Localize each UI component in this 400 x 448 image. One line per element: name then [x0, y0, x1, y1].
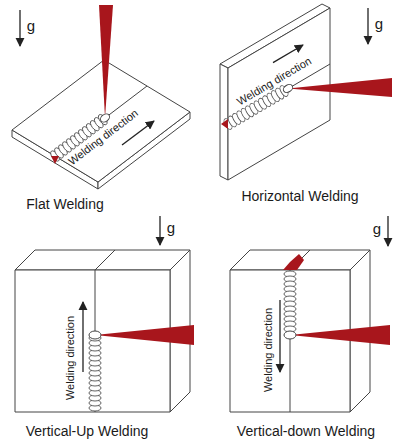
caption-label: Vertical-Up Welding	[26, 424, 149, 439]
welding-torch	[99, 5, 113, 118]
weld-pool	[89, 331, 101, 339]
caption-label: Vertical-down Welding	[237, 424, 375, 439]
gravity-arrow	[367, 8, 368, 44]
direction-label: Welding direction	[64, 316, 76, 400]
gravity-label: g	[373, 221, 381, 238]
direction-label: Welding direction	[66, 106, 140, 167]
welding-torch	[288, 78, 392, 97]
plate-top	[230, 250, 370, 270]
gravity-label: g	[27, 18, 35, 35]
plate-front	[230, 270, 350, 412]
weld-pool	[284, 331, 296, 339]
groove-section	[283, 254, 304, 270]
caption-label: Horizontal Welding	[241, 189, 358, 204]
direction-label: Welding direction	[262, 308, 274, 392]
caption-label: Flat Welding	[26, 197, 104, 212]
weld-bead	[49, 84, 296, 411]
direction-arrow	[279, 300, 280, 372]
gravity-label: g	[375, 16, 383, 33]
plate-top	[15, 250, 190, 270]
plate-front	[15, 270, 170, 412]
weld-pool	[99, 112, 111, 124]
plate-front	[228, 8, 330, 180]
joint-line	[95, 250, 115, 270]
plate-top	[12, 60, 190, 182]
groove-section	[221, 119, 228, 129]
gravity-arrow	[387, 216, 388, 246]
direction-arrow	[82, 302, 83, 372]
gravity-arrow	[19, 10, 20, 46]
plate-side	[220, 64, 228, 180]
gravity-label: g	[167, 220, 175, 237]
direction-label: Welding direction	[235, 54, 314, 107]
weld-pool	[282, 83, 294, 94]
gravity-arrow	[159, 216, 160, 245]
welding-torch	[95, 325, 194, 345]
welding-torch	[290, 325, 390, 345]
groove-section	[51, 156, 59, 164]
